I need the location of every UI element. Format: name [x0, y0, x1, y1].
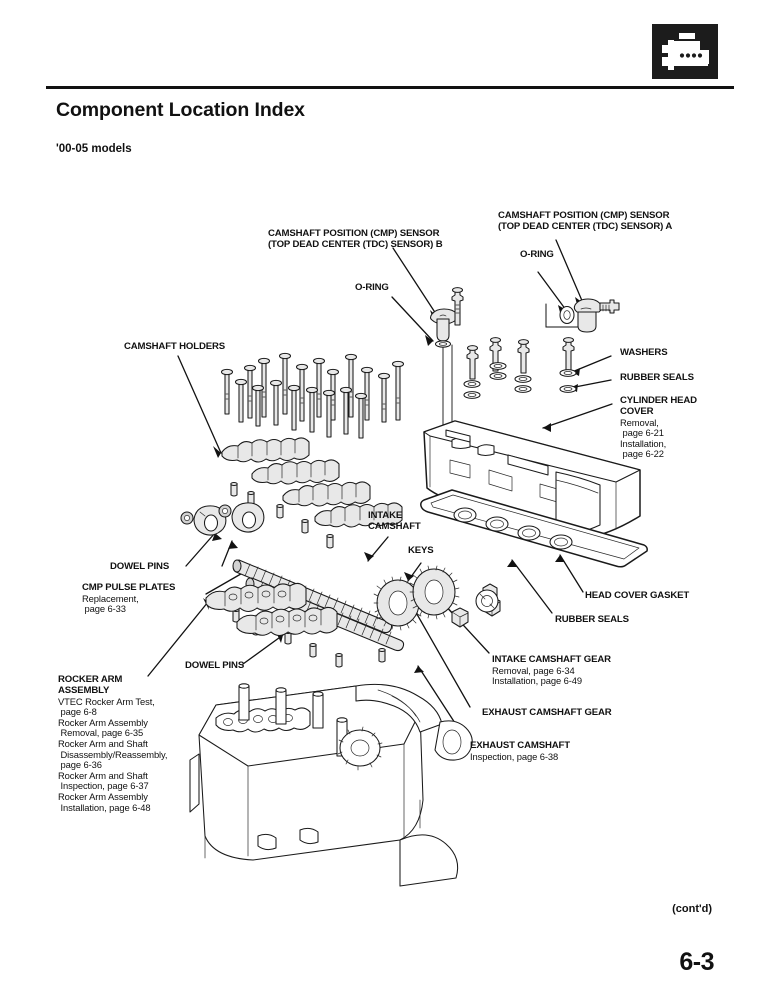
callout-keys: KEYS [408, 545, 434, 556]
exhaust-camshaft-gear-part [373, 576, 424, 631]
callout-head-cover-gasket: HEAD COVER GASKET [585, 590, 690, 601]
callout-cmp-sensor-b: CAMSHAFT POSITION (CMP) SENSOR (TOP DEAD… [268, 228, 443, 250]
cylinder-head-cover-part [423, 420, 641, 539]
callout-rubber-seals-bottom: RUBBER SEALS [555, 614, 629, 625]
continued-note: (cont'd) [672, 903, 712, 915]
page-number: 6-3 [679, 948, 714, 976]
keys-part [401, 583, 413, 594]
cmp-pulse-plates-part [180, 502, 265, 536]
washers-and-seals-parts [463, 337, 577, 399]
head-cover-gasket-part [420, 489, 648, 568]
engine-block-icon [652, 24, 718, 79]
page-subtitle: '00-05 models [56, 143, 132, 155]
callout-rubber-seals-top: RUBBER SEALS [620, 372, 694, 383]
callout-camshaft-holders: CAMSHAFT HOLDERS [124, 341, 225, 352]
engine-block-part [189, 683, 473, 887]
callout-o-ring-right: O-RING [520, 249, 554, 260]
rubber-seal-part [475, 589, 499, 613]
rocker-arm-assembly-part [205, 582, 338, 637]
cmp-sensor-a-part [559, 298, 620, 333]
callout-washers: WASHERS [620, 347, 668, 358]
intake-camshaft-gear-part [409, 565, 460, 620]
exhaust-camshaft-part [232, 559, 393, 634]
page-title: Component Location Index [56, 99, 305, 121]
camshaft-holder-bolts [220, 352, 405, 439]
dowel-pins-parts [230, 481, 386, 668]
intake-camshaft-part [245, 577, 405, 652]
cmp-sensor-b-part [429, 287, 464, 348]
callout-dowel-pins-left: DOWEL PINS [110, 561, 170, 572]
header-divider [46, 86, 734, 89]
camshaft-gear-nuts [451, 583, 501, 628]
callout-o-ring-left: O-RING [355, 282, 389, 293]
callout-exhaust-camshaft-gear: EXHAUST CAMSHAFT GEAR [482, 707, 612, 718]
callout-intake-camshaft: INTAKE CAMSHAFT [368, 510, 421, 532]
callout-dowel-pins-center: DOWEL PINS [185, 660, 245, 671]
callout-cmp-sensor-a: CAMSHAFT POSITION (CMP) SENSOR (TOP DEAD… [498, 210, 673, 232]
